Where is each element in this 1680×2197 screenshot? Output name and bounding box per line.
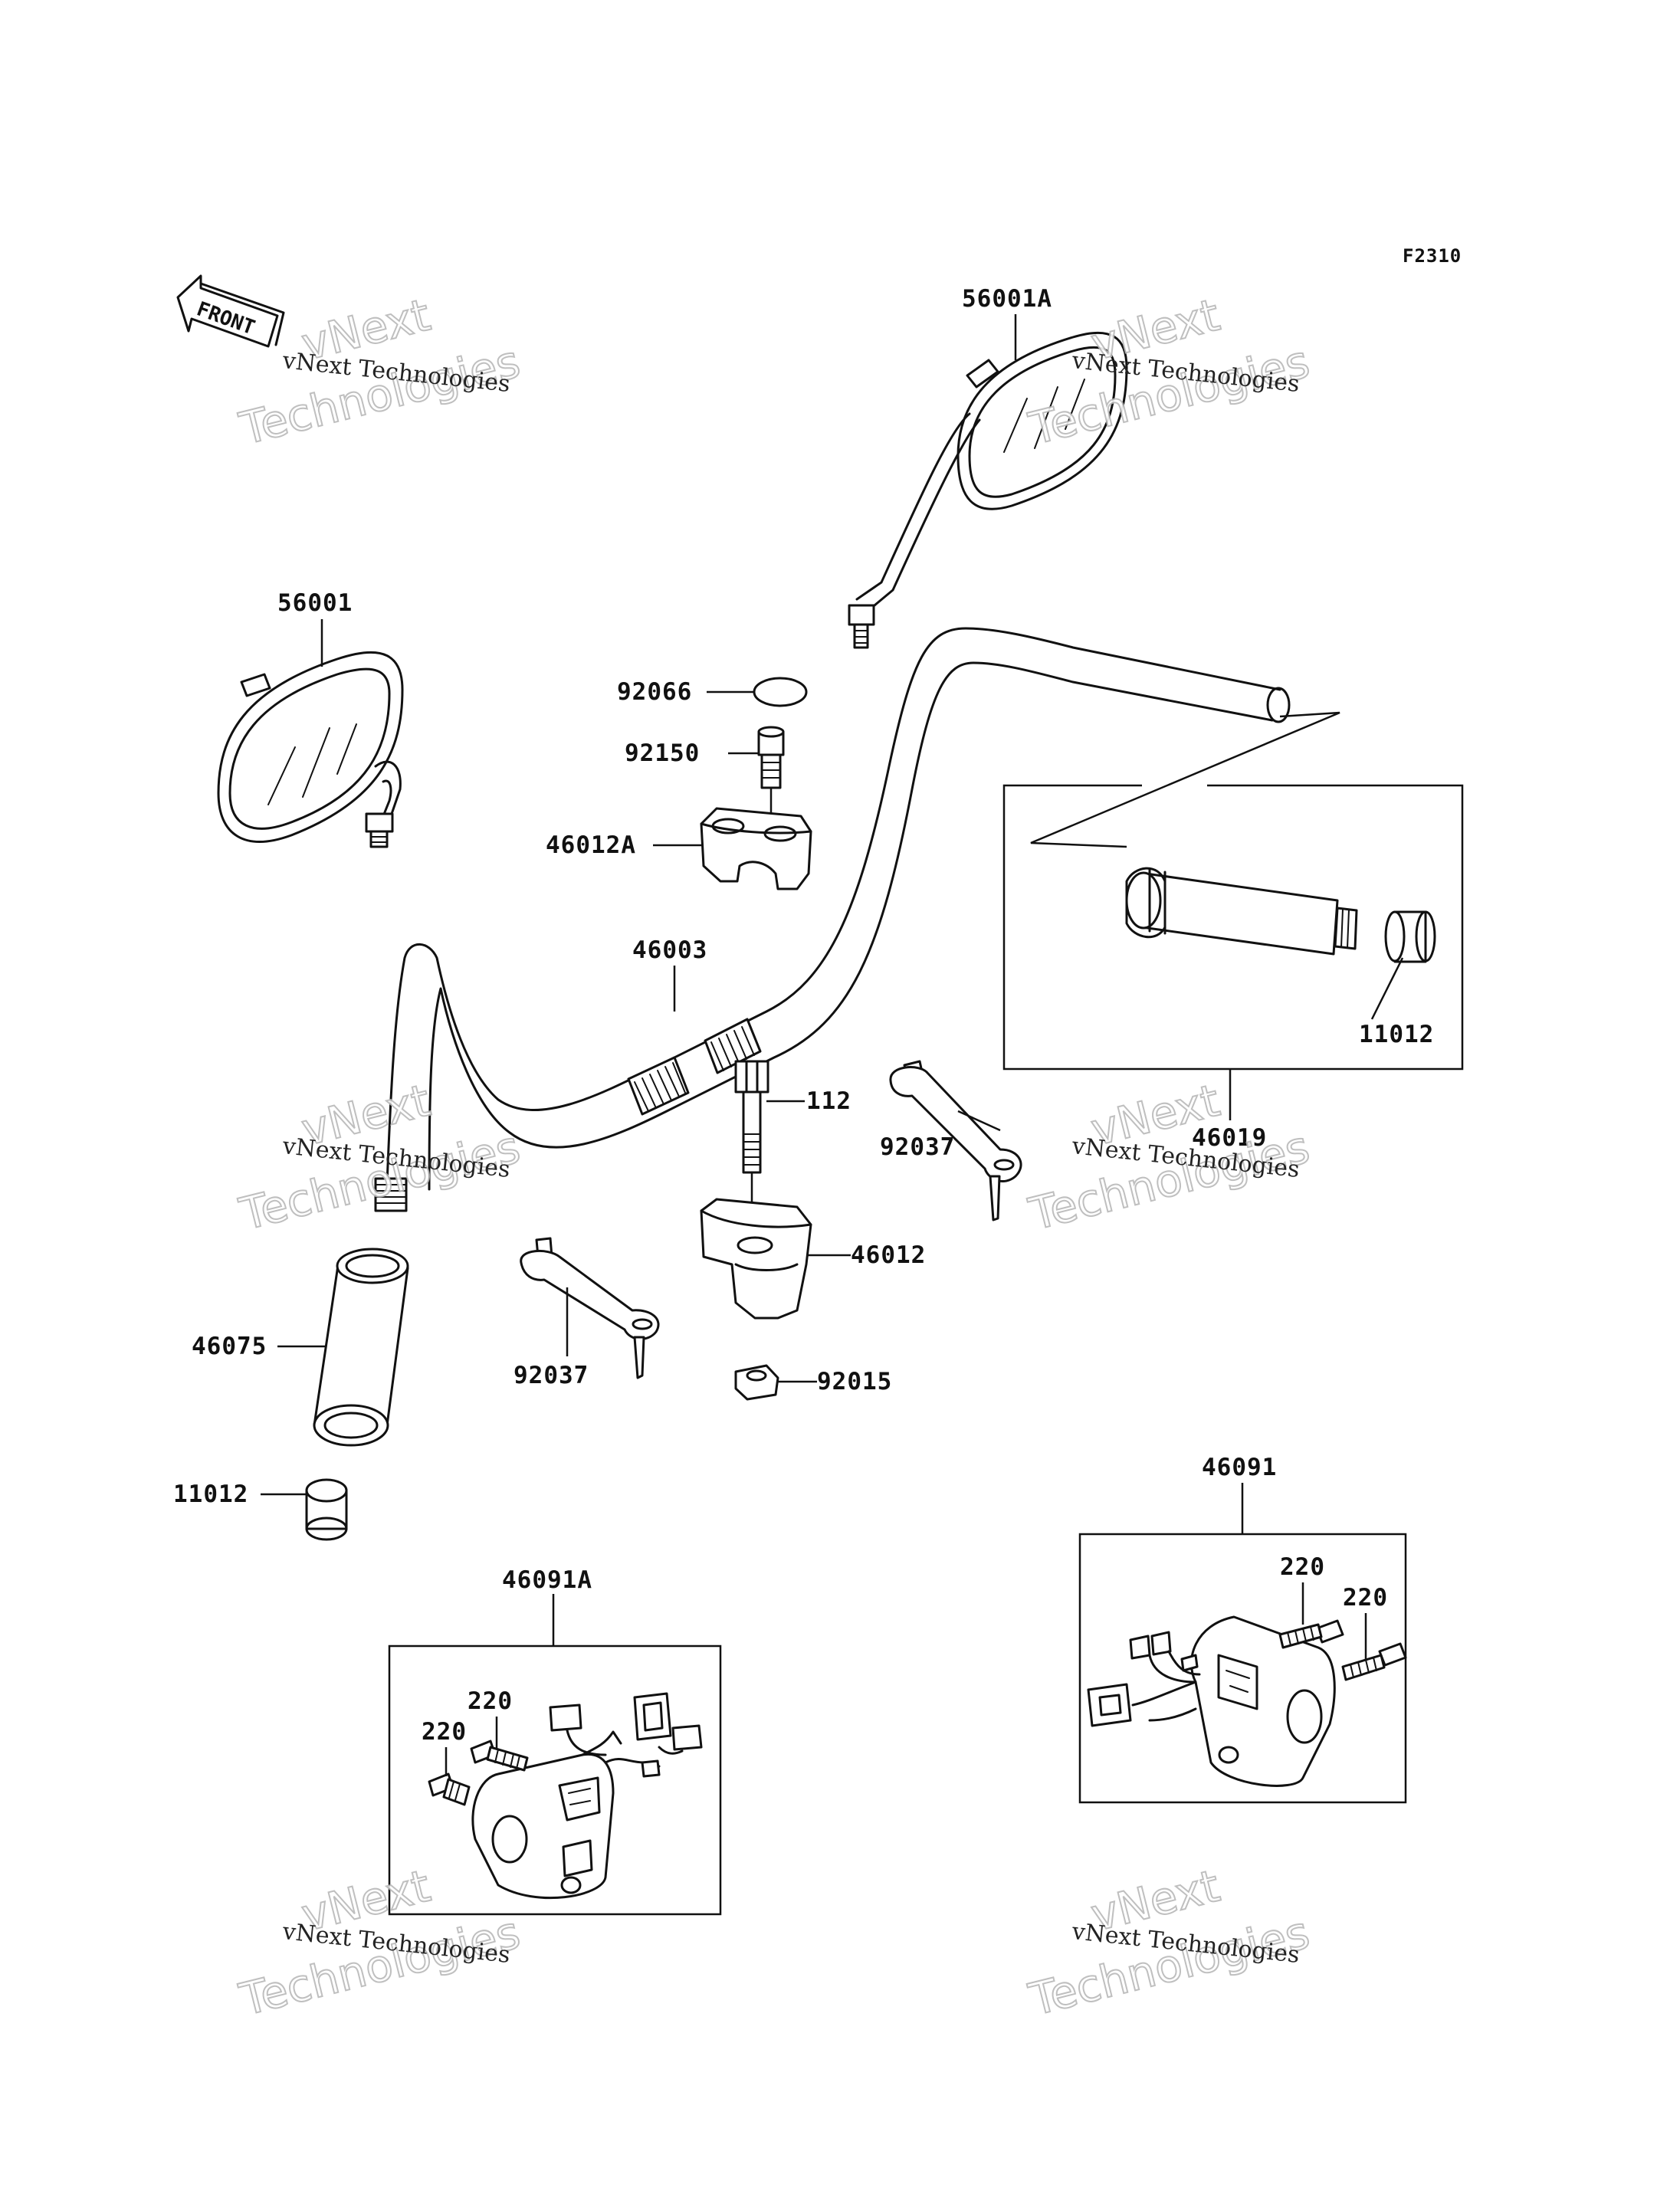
left-grip-icon <box>313 1248 409 1447</box>
watermark-mid-right: vNext Technologies vNext Technologies <box>1023 1074 1315 1241</box>
label-220-right-b: 220 <box>1343 1584 1388 1612</box>
screw-220-right-a-icon <box>1278 1582 1344 1649</box>
switch-left-icon <box>471 1692 703 1900</box>
mirror-right-icon <box>848 331 1128 649</box>
label-46091: 46091 <box>1202 1454 1277 1481</box>
screw-220-right-b-icon <box>1341 1613 1407 1681</box>
label-11012-left: 11012 <box>173 1481 248 1508</box>
label-46012: 46012 <box>851 1241 926 1269</box>
label-92037-right: 92037 <box>880 1133 955 1161</box>
bolt-112-icon <box>734 1060 769 1234</box>
knurl-right-icon <box>704 1018 762 1074</box>
switch-right-icon <box>1087 1615 1336 1787</box>
svg-text:Technologies: Technologies <box>1024 1120 1314 1240</box>
holder-upper-icon <box>700 807 812 890</box>
knurl-left-icon <box>627 1056 690 1116</box>
watermark-top-left: vNext Technologies vNext Technologies <box>234 288 526 456</box>
leader-lines <box>261 314 1404 1496</box>
label-92150: 92150 <box>625 739 700 767</box>
label-92066: 92066 <box>617 678 692 706</box>
label-220-left-b: 220 <box>422 1718 467 1746</box>
bar-end-thread-icon <box>374 1177 408 1212</box>
label-11012-right: 11012 <box>1359 1021 1434 1048</box>
front-arrow-icon: FRONT <box>176 274 285 348</box>
cap-92066-icon <box>753 677 808 707</box>
label-56001A: 56001A <box>962 285 1052 313</box>
label-46091A: 46091A <box>502 1566 592 1594</box>
svg-text:Technologies: Technologies <box>235 335 525 454</box>
assembly-box-46091A <box>388 1594 722 1916</box>
end-cap-left-icon <box>305 1478 348 1541</box>
throttle-grip-icon <box>1125 867 1358 956</box>
label-112: 112 <box>806 1087 851 1115</box>
label-92037-left: 92037 <box>514 1362 589 1389</box>
label-92015: 92015 <box>817 1368 892 1395</box>
label-46075: 46075 <box>192 1333 267 1360</box>
assembly-box-46091 <box>1078 1483 1407 1804</box>
label-220-right-a: 220 <box>1280 1553 1325 1581</box>
handlebar-icon <box>374 627 1291 1212</box>
screw-220-left-a-icon <box>470 1717 529 1772</box>
label-56001: 56001 <box>277 589 353 617</box>
figure-code: F2310 <box>1403 245 1462 267</box>
svg-text:Technologies: Technologies <box>235 1906 525 2025</box>
watermark-bottom-left: vNext Technologies vNext Technologies <box>234 1859 526 2027</box>
svg-text:Technologies: Technologies <box>1024 1906 1314 2025</box>
label-46019: 46019 <box>1192 1124 1267 1152</box>
nut-92015-icon <box>734 1364 779 1401</box>
label-220-left-a: 220 <box>468 1687 513 1715</box>
label-46012A: 46012A <box>546 831 636 859</box>
part-labels: 56001A 56001 92066 92150 46012A 46003 11… <box>173 285 1434 1746</box>
retainer-left-icon <box>520 1237 660 1379</box>
end-cap-right-icon <box>1384 910 1436 963</box>
retainer-right-icon <box>889 1060 1022 1221</box>
label-46003: 46003 <box>632 936 707 964</box>
svg-text:Technologies: Technologies <box>235 1120 525 1240</box>
holder-lower-icon <box>700 1198 812 1320</box>
screw-220-left-b-icon <box>428 1747 471 1806</box>
mirror-left-icon <box>217 651 404 848</box>
watermark-bottom-right: vNext Technologies vNext Technologies <box>1023 1859 1315 2027</box>
assembly-box-46019 <box>1002 711 1464 1120</box>
